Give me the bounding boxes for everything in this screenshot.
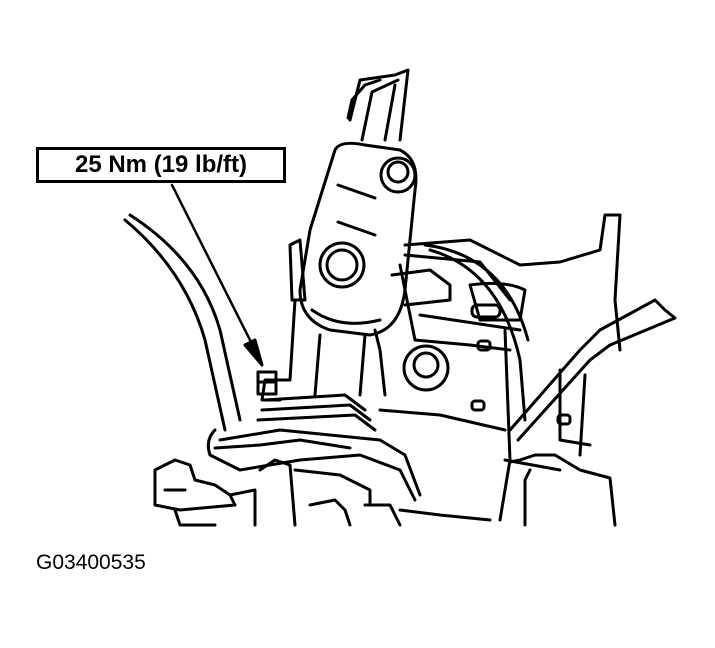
torque-spec-callout: 25 Nm (19 lb/ft) [36,147,286,183]
wire-harness [423,243,677,457]
upper-shaft [346,68,410,142]
mounting-bracket [378,213,622,522]
torque-bolt [256,370,278,396]
column-body [260,298,387,402]
left-brace [123,213,242,432]
gear-assembly [206,393,422,502]
universal-joint [288,141,418,337]
torque-spec-label: 25 Nm (19 lb/ft) [74,151,248,178]
figure-id-label: G03400535 [36,551,146,574]
lower-left-parts [153,458,492,527]
callout-leader [170,183,264,367]
lower-housing [508,453,617,527]
